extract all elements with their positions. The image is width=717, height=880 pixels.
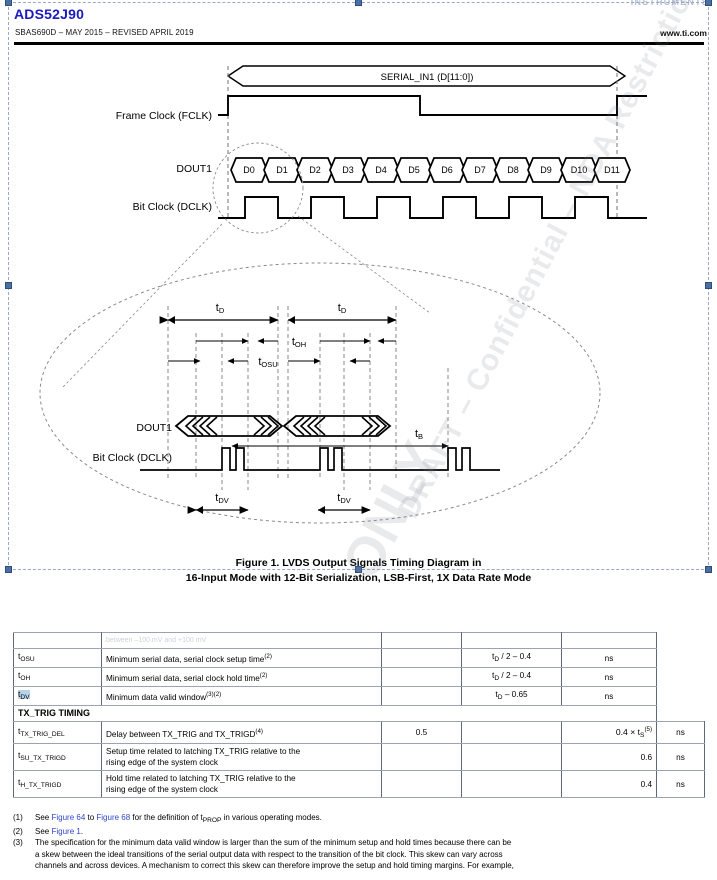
row-max: 0.4 bbox=[561, 770, 657, 798]
page-title: ADS52J90 bbox=[14, 6, 85, 22]
page-header: INSTRUMENTS ADS52J90 SBAS690D – MAY 2015… bbox=[0, 0, 717, 48]
row-min bbox=[381, 743, 462, 771]
svg-text:Frame Clock (FCLK): Frame Clock (FCLK) bbox=[116, 110, 212, 122]
row-description: Minimum serial data, serial clock setup … bbox=[101, 648, 382, 668]
svg-text:DOUT1: DOUT1 bbox=[136, 422, 172, 434]
timing-label-td-left: tD bbox=[216, 302, 225, 315]
row-value: tD – 0.65 bbox=[461, 686, 562, 706]
row-unit: ns bbox=[656, 721, 705, 744]
data-bit-label: D11 bbox=[604, 165, 620, 175]
section-title: TX_TRIG TIMING bbox=[13, 705, 657, 722]
row-description: Setup time related to latching TX_TRIG r… bbox=[101, 743, 382, 771]
row-unit: ns bbox=[656, 743, 705, 771]
timing-label-tdv-left: tDV bbox=[215, 492, 228, 505]
data-bit-label: D0 bbox=[243, 165, 255, 175]
row-symbol-th-tx-trigd: tH_TX_TRIGD bbox=[13, 770, 102, 798]
footnote-1: (1) See Figure 64 to Figure 68 for the d… bbox=[13, 813, 322, 824]
ti-logo-clipped: INSTRUMENTS bbox=[630, 0, 709, 6]
row-min bbox=[381, 686, 462, 706]
table-row[interactable]: tSU_TX_TRIGD Setup time related to latch… bbox=[13, 743, 705, 771]
figure-64-link[interactable]: Figure 64 bbox=[51, 813, 86, 822]
row-max: 0.6 bbox=[561, 743, 657, 771]
row-min bbox=[381, 648, 462, 668]
row-typ bbox=[461, 721, 562, 744]
row-min bbox=[381, 770, 462, 798]
timing-label-tdv-right: tDV bbox=[337, 492, 350, 505]
footnote-3-line-3: channels and across devices. A mechanism… bbox=[35, 860, 514, 870]
footnotes-block: (1) See Figure 64 to Figure 68 for the d… bbox=[13, 812, 708, 880]
document-id: SBAS690D – MAY 2015 – REVISED APRIL 2019 bbox=[15, 28, 194, 37]
figure-caption: Figure 1. LVDS Output Signals Timing Dia… bbox=[0, 556, 717, 586]
header-divider bbox=[14, 42, 704, 45]
row-description: Minimum data valid window(3)(2) bbox=[101, 686, 382, 706]
footnote-3-line-1: The specification for the minimum data v… bbox=[35, 838, 512, 848]
table-row[interactable]: tH_TX_TRIGD Hold time related to latchin… bbox=[13, 770, 705, 798]
data-bit-label: D6 bbox=[441, 165, 453, 175]
row-symbol-toh: tOH bbox=[13, 667, 102, 687]
data-bit-label: D10 bbox=[571, 165, 588, 175]
lvds-timing-diagram: Frame Clock (FCLK) DOUT1 Bit Clock (DCLK… bbox=[39, 65, 647, 524]
row-typ bbox=[461, 770, 562, 798]
svg-text:SERIAL_IN1 (D[11:0]): SERIAL_IN1 (D[11:0]) bbox=[381, 72, 474, 83]
row-description: Hold time related to latching TX_TRIG re… bbox=[101, 770, 382, 798]
data-bit-label: D5 bbox=[408, 165, 420, 175]
footnote-2: (2) See Figure 1. bbox=[13, 827, 84, 837]
ti-url-link[interactable]: www.ti.com bbox=[660, 28, 707, 38]
table-row[interactable]: tOSU Minimum serial data, serial clock s… bbox=[13, 648, 705, 668]
row-value: tD / 2 – 0.4 bbox=[461, 667, 562, 687]
figure-68-link[interactable]: Figure 68 bbox=[96, 813, 131, 822]
timing-label-td-right: tD bbox=[338, 302, 347, 315]
data-bit-label: D3 bbox=[342, 165, 354, 175]
row-symbol-tsu-tx-trigd: tSU_TX_TRIGD bbox=[13, 743, 102, 771]
row-min bbox=[381, 667, 462, 687]
table-row[interactable]: tTX_TRIG_DEL Delay between TX_TRIG and T… bbox=[13, 721, 705, 744]
row-unit: ns bbox=[656, 770, 705, 798]
row-symbol-tosu: tOSU bbox=[13, 648, 102, 668]
svg-text:Bit Clock (DCLK): Bit Clock (DCLK) bbox=[133, 201, 212, 213]
data-bit-label: D7 bbox=[474, 165, 486, 175]
row-symbol-tdv: tDV bbox=[13, 686, 102, 706]
table-row[interactable]: tOH Minimum serial data, serial clock ho… bbox=[13, 667, 705, 687]
row-value: tD / 2 – 0.4 bbox=[461, 648, 562, 668]
footnote-3: (3) The specification for the minimum da… bbox=[13, 837, 708, 879]
row-unit: ns bbox=[561, 686, 657, 706]
timing-label-tosu: tOSU bbox=[258, 356, 277, 369]
row-unit: ns bbox=[561, 667, 657, 687]
row-min: 0.5 bbox=[381, 721, 462, 744]
timing-spec-table: between –100 mV and +100 mV tOSU Minimum… bbox=[13, 632, 705, 798]
timing-label-tb: tB bbox=[415, 428, 423, 441]
row-symbol-ttx-trig-del: tTX_TRIG_DEL bbox=[13, 721, 102, 744]
svg-text:Bit Clock (DCLK): Bit Clock (DCLK) bbox=[93, 452, 172, 464]
footnote-3-line-2: a skew between the ideal transitions of … bbox=[35, 849, 503, 859]
row-max: 0.4 × tS(5) bbox=[561, 721, 657, 744]
figure-caption-line-1: Figure 1. LVDS Output Signals Timing Dia… bbox=[235, 557, 482, 569]
svg-text:DOUT1: DOUT1 bbox=[176, 163, 212, 175]
figure-1-container: Frame Clock (FCLK) DOUT1 Bit Clock (DCLK… bbox=[0, 48, 717, 584]
table-section-header: TX_TRIG TIMING bbox=[13, 705, 705, 722]
row-typ bbox=[461, 743, 562, 771]
figure-caption-line-2: 16-Input Mode with 12-Bit Serialization,… bbox=[185, 572, 532, 584]
table-row-clipped: between –100 mV and +100 mV bbox=[13, 632, 705, 649]
row-unit: ns bbox=[561, 648, 657, 668]
figure-1-link[interactable]: Figure 1 bbox=[51, 827, 81, 837]
data-bit-label: D9 bbox=[540, 165, 552, 175]
data-bit-label: D2 bbox=[309, 165, 321, 175]
data-bit-label: D4 bbox=[375, 165, 387, 175]
timing-label-toh: tOH bbox=[292, 336, 306, 349]
table-row[interactable]: tDV Minimum data valid window(3)(2) tD –… bbox=[13, 686, 705, 706]
row-description: Delay between TX_TRIG and TX_TRIGD(4) bbox=[101, 721, 382, 744]
data-bit-label: D8 bbox=[507, 165, 519, 175]
data-bit-label: D1 bbox=[276, 165, 288, 175]
clipped-desc: between –100 mV and +100 mV bbox=[101, 632, 382, 649]
row-description: Minimum serial data, serial clock hold t… bbox=[101, 667, 382, 687]
